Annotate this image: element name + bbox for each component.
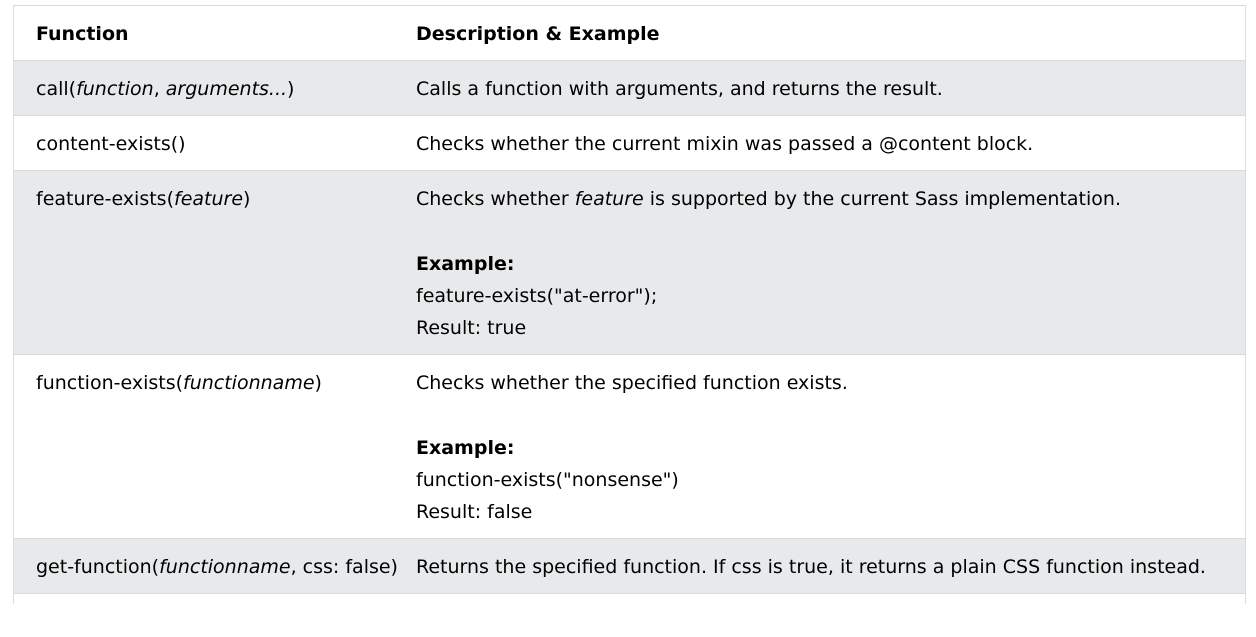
- description-cell: Checks whether the specified function ex…: [416, 354, 1246, 539]
- function-name: get-function(: [36, 556, 160, 578]
- function-close: ): [243, 188, 251, 210]
- function-cell: get-function(functionname, css: false): [13, 538, 416, 594]
- description-cell: Returns the specified function. If css i…: [416, 538, 1246, 594]
- example-code: function-exists("nonsense"): [416, 469, 679, 491]
- header-description: Description & Example: [416, 5, 1246, 61]
- function-arg: feature: [174, 188, 244, 210]
- description-text: Checks whether the specified function ex…: [416, 372, 848, 394]
- example-result: Result: true: [416, 317, 527, 339]
- table-row: content-exists() Checks whether the curr…: [13, 115, 1246, 171]
- function-cell: content-exists(): [13, 115, 416, 171]
- table-row: call(function, arguments...) Calls a fun…: [13, 60, 1246, 116]
- table-row: feature-exists(feature) Checks whether f…: [13, 170, 1246, 355]
- description-cell: Calls a function with arguments, and ret…: [416, 60, 1246, 116]
- function-close: ): [287, 78, 295, 100]
- example-title: Example:: [416, 253, 515, 275]
- function-arg: arguments...: [165, 78, 288, 100]
- description-emphasis: feature: [574, 188, 644, 210]
- function-arg-separator: ,: [153, 78, 166, 100]
- functions-table: Function Description & Example call(func…: [13, 5, 1246, 604]
- example-code: feature-exists("at-error");: [416, 285, 658, 307]
- function-name: function-exists(: [36, 372, 184, 394]
- example-title: Example:: [416, 437, 515, 459]
- table-header-row: Function Description & Example: [13, 5, 1246, 61]
- function-cell: call(function, arguments...): [13, 60, 416, 116]
- function-cell: function-exists(functionname): [13, 354, 416, 539]
- header-function: Function: [13, 5, 416, 61]
- table-row-partial: [13, 593, 1246, 604]
- function-rest: , css: false): [290, 556, 398, 578]
- example-block: Example: feature-exists("at-error"); Res…: [416, 248, 1237, 344]
- example-result: Result: false: [416, 501, 533, 523]
- example-block: Example: function-exists("nonsense") Res…: [416, 432, 1237, 528]
- function-name: feature-exists(: [36, 188, 174, 210]
- function-arg: functionname: [183, 372, 315, 394]
- table-row: get-function(functionname, css: false) R…: [13, 538, 1246, 594]
- function-close: ): [314, 372, 322, 394]
- function-name: content-exists(): [36, 133, 186, 155]
- description-cell: Checks whether the current mixin was pas…: [416, 115, 1246, 171]
- function-name: call(: [36, 78, 77, 100]
- description-cell: Checks whether feature is supported by t…: [416, 170, 1246, 355]
- description-text: Checks whether feature is supported by t…: [416, 188, 1121, 210]
- function-cell: feature-exists(feature): [13, 170, 416, 355]
- functions-table-container: Function Description & Example call(func…: [13, 5, 1246, 604]
- function-arg: function: [76, 78, 154, 100]
- function-arg: functionname: [159, 556, 291, 578]
- table-row: function-exists(functionname) Checks whe…: [13, 354, 1246, 539]
